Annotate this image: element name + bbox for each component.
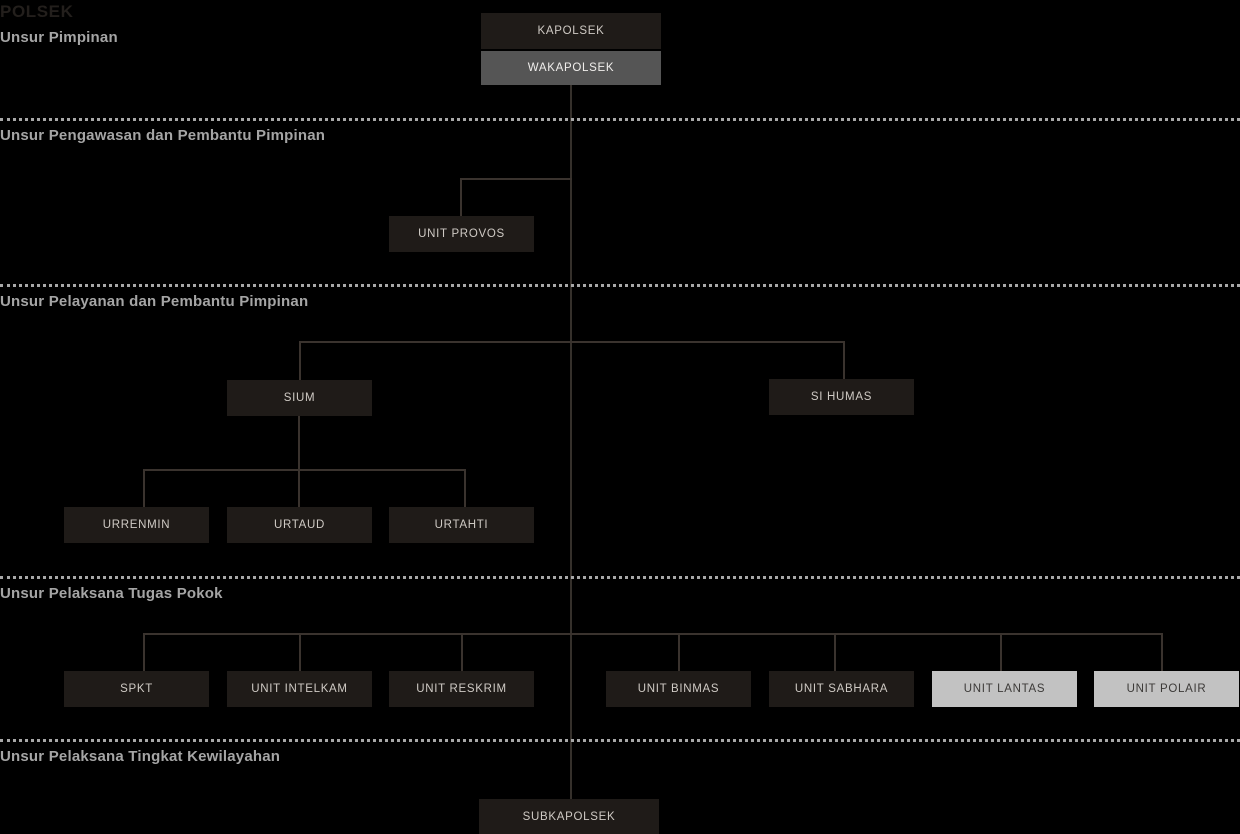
node-unit-polair[interactable]: UNIT POLAIR <box>1094 671 1239 707</box>
section-label-kewilayahan: Unsur Pelaksana Tingkat Kewilayahan <box>0 748 281 765</box>
node-si-humas[interactable]: SI HUMAS <box>769 379 914 415</box>
main-spine-connector <box>570 85 572 800</box>
connector-urrenmin-drop <box>143 469 145 507</box>
connector-intelkam-drop <box>299 633 301 671</box>
section-label-pimpinan: Unsur Pimpinan <box>0 29 118 46</box>
connector-lantas-drop <box>1000 633 1002 671</box>
connector-pelayanan-bus <box>299 341 845 343</box>
page-title: POLSEK <box>0 2 74 21</box>
connector-sium-drop <box>299 341 301 380</box>
connector-reskrim-drop <box>461 633 463 671</box>
connector-sium-subbus <box>143 469 466 471</box>
section-label-pelaksana: Unsur Pelaksana Tugas Pokok <box>0 585 223 602</box>
connector-sihumas-drop <box>843 341 845 380</box>
node-unit-intelkam[interactable]: UNIT INTELKAM <box>227 671 372 707</box>
node-sium[interactable]: SIUM <box>227 380 372 416</box>
node-kapolsek[interactable]: KAPOLSEK <box>481 13 661 49</box>
node-spkt[interactable]: SPKT <box>64 671 209 707</box>
connector-sium-substem <box>298 416 300 469</box>
node-subkapolsek[interactable]: SUBKAPOLSEK <box>479 799 659 834</box>
connector-binmas-drop <box>678 633 680 671</box>
divider-kewilayahan <box>0 739 1240 742</box>
connector-provos-vertical <box>460 178 462 216</box>
node-unit-provos[interactable]: UNIT PROVOS <box>389 216 534 252</box>
divider-pelaksana <box>0 576 1240 579</box>
connector-urtaud-drop <box>298 469 300 507</box>
node-urrenmin[interactable]: URRENMIN <box>64 507 209 543</box>
connector-polair-drop <box>1161 633 1163 671</box>
node-unit-lantas[interactable]: UNIT LANTAS <box>932 671 1077 707</box>
node-wakapolsek[interactable]: WAKAPOLSEK <box>481 51 661 85</box>
connector-sabhara-drop <box>834 633 836 671</box>
node-unit-sabhara[interactable]: UNIT SABHARA <box>769 671 914 707</box>
node-urtaud[interactable]: URTAUD <box>227 507 372 543</box>
connector-provos-horizontal <box>460 178 572 180</box>
section-label-pelayanan: Unsur Pelayanan dan Pembantu Pimpinan <box>0 293 309 310</box>
node-unit-binmas[interactable]: UNIT BINMAS <box>606 671 751 707</box>
divider-pelayanan <box>0 284 1240 287</box>
node-unit-reskrim[interactable]: UNIT RESKRIM <box>389 671 534 707</box>
connector-pelaksana-bus <box>143 633 1163 635</box>
node-urtahti[interactable]: URTAHTI <box>389 507 534 543</box>
section-label-pengawasan: Unsur Pengawasan dan Pembantu Pimpinan <box>0 127 326 144</box>
connector-spkt-drop <box>143 633 145 671</box>
divider-pengawasan <box>0 118 1240 121</box>
connector-urtahti-drop <box>464 469 466 507</box>
